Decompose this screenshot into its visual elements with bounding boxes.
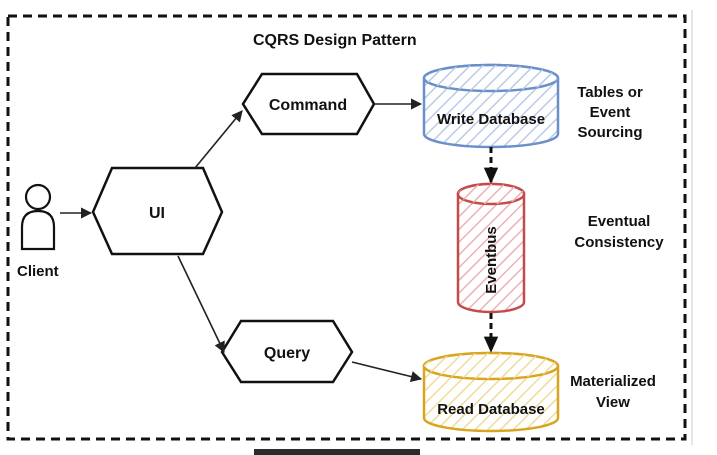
write-note-line: Sourcing (577, 124, 642, 141)
eventbus-label: Eventbus (483, 226, 500, 294)
read-note-line: View (596, 394, 630, 411)
command-label: Command (269, 97, 347, 114)
arrow-query-to-read-db (351, 361, 423, 383)
eventual-note-line: Consistency (574, 234, 664, 251)
outer-dashed-border (6, 14, 687, 441)
write-note-line: Event (590, 104, 631, 121)
ui-label: UI (149, 205, 165, 222)
bottom-bar (254, 449, 420, 455)
read-database-cylinder (422, 351, 560, 433)
command-hexagon (241, 72, 376, 136)
write-note: Tables or Event Sourcing (577, 84, 643, 141)
arrow-ui-to-query (177, 255, 225, 354)
user-icon (20, 183, 56, 251)
write-note-line: Tables or (577, 84, 643, 101)
eventbus-cylinder (456, 182, 526, 314)
diagram-title: CQRS Design Pattern (253, 32, 417, 49)
eventual-note-line: Eventual (588, 213, 651, 230)
read-note-line: Materialized (570, 373, 656, 390)
write-database-cylinder (422, 63, 560, 149)
client-label: Client (17, 263, 59, 280)
read-note: Materialized View (570, 373, 656, 411)
arrow-ui-to-command (194, 110, 243, 169)
ui-hexagon (91, 166, 224, 256)
eventual-note: Eventual Consistency (574, 213, 664, 251)
query-label: Query (264, 345, 310, 362)
write-database-label: Write Database (437, 111, 545, 128)
read-database-label: Read Database (437, 401, 545, 418)
